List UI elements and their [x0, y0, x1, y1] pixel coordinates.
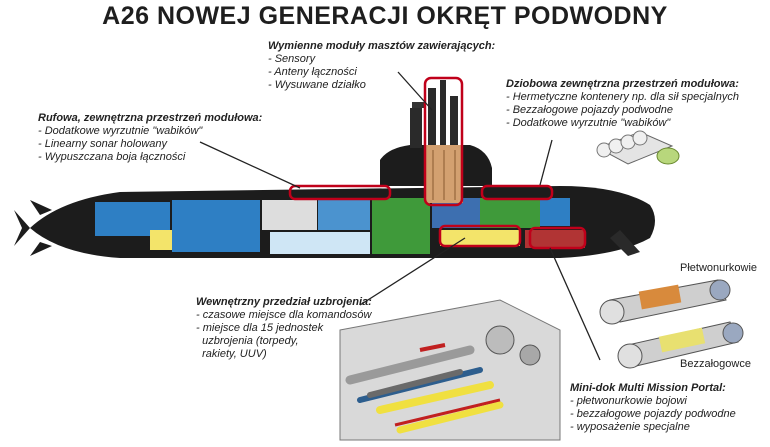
bow-container-illustration	[596, 130, 680, 165]
compartment-blue	[172, 200, 260, 252]
minidok-tubes	[599, 279, 744, 369]
compartment-blue	[318, 200, 370, 230]
weapons-item: uzbrojenia (torpedy,	[196, 335, 299, 347]
compartment-blue	[540, 198, 570, 226]
unmanned-label: Bezzałogowce	[680, 358, 751, 370]
minidok-item: - wyposażenie specjalne	[570, 421, 690, 433]
compartment-green	[480, 198, 540, 228]
compartment-light	[270, 232, 370, 254]
compartment-torpedo	[525, 230, 585, 248]
bow-item: - Dodatkowe wyrzutnie "wabików"	[506, 117, 671, 129]
compartment-grey	[262, 200, 317, 230]
aft-module-highlight	[288, 184, 392, 201]
weapons-item: - czasowe miejsce dla komandosów	[196, 309, 372, 321]
aft-item: - Dodatkowe wyrzutnie "wabików"	[38, 125, 203, 137]
highlight-outlines	[288, 76, 587, 250]
minidok-heading: Mini-dok Multi Mission Portal:	[570, 382, 726, 394]
bow-item: - Bezzałogowe pojazdy podwodne	[506, 104, 673, 116]
compartment-green	[372, 198, 430, 254]
masts-item: - Sensory	[268, 53, 316, 65]
weapons-item: rakiety, UUV)	[196, 348, 267, 360]
divers-label: Płetwonurkowie	[680, 262, 758, 274]
aft-item: - Linearny sonar holowany	[38, 138, 168, 150]
mast-highlight	[423, 76, 464, 207]
weapons-highlight	[438, 224, 522, 248]
bow-item: - Hermetyczne kontenery np. dla sił spec…	[506, 91, 739, 103]
weapons-note: Wewnętrzny przedział uzbrojenia: - czaso…	[196, 296, 372, 361]
weapons-bay-illustration	[339, 299, 561, 441]
interior-compartments	[95, 145, 585, 254]
minidok-item: - bezzałogowe pojazdy podwodne	[570, 408, 736, 420]
leader-lines	[199, 71, 601, 361]
masts-note: Wymienne moduły masztów zawierających: -…	[268, 40, 495, 92]
aft-item: - Wypuszczana boja łączności	[38, 151, 186, 163]
weapons-heading: Wewnętrzny przedział uzbrojenia:	[196, 296, 372, 308]
bow-heading: Dziobowa zewnętrzna przestrzeń modułowa:	[506, 78, 739, 90]
bow-module-highlight	[480, 184, 554, 201]
aft-heading: Rufowa, zewnętrzna przestrzeń modułowa:	[38, 112, 263, 124]
masts-heading: Wymienne moduły masztów zawierających:	[268, 40, 496, 52]
aft-note: Rufowa, zewnętrzna przestrzeń modułowa: …	[38, 112, 262, 164]
compartment-yellow	[440, 230, 520, 246]
minidok-note: Mini-dok Multi Mission Portal: - płetwon…	[570, 382, 736, 434]
weapons-item: - miejsce dla 15 jednostek	[196, 322, 324, 334]
bow-note: Dziobowa zewnętrzna przestrzeń modułowa:…	[506, 78, 739, 130]
page-title: A26 NOWEJ GENERACJI OKRĘT PODWODNY	[102, 2, 668, 30]
minidok-item: - płetwonurkowie bojowi	[570, 395, 687, 407]
minidok-highlight	[528, 226, 587, 250]
masts-item: - Anteny łączności	[268, 66, 357, 78]
masts-item: - Wysuwane działko	[268, 79, 366, 91]
